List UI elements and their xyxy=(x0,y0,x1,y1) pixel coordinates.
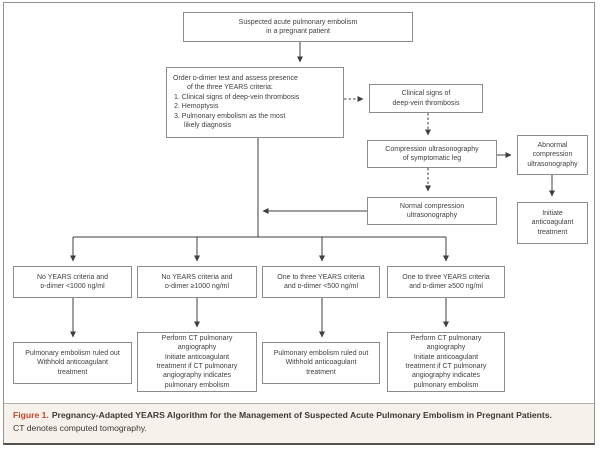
node-text: of symptomatic leg xyxy=(402,155,462,162)
node-text: Abnormal xyxy=(537,141,568,149)
node-text: 3. Pulmonary embolism as the most xyxy=(174,112,286,120)
node-text: treatment if CT pulmonary xyxy=(405,363,487,370)
node-text: Perform CT pulmonary xyxy=(161,334,233,342)
node-text: ultrasonography xyxy=(406,212,458,219)
node-text: of the three YEARS criteria: xyxy=(187,84,273,92)
node-text: Initiate anticoagulant xyxy=(413,353,479,361)
node-text: One to three YEARS criteria xyxy=(402,273,490,281)
node-text: Compression ultrasonography xyxy=(385,145,479,153)
node-text: No YEARS criteria and xyxy=(36,273,109,281)
node-text: treatment if CT pulmonary xyxy=(156,363,238,370)
node-text: Normal compression xyxy=(399,202,465,210)
node-text: angiography indicates xyxy=(162,372,232,380)
node-text: 2. Hemoptysis xyxy=(174,103,219,111)
node-text: and ᴅ-dimer <500 ng/ml xyxy=(283,283,359,290)
node-text: treatment xyxy=(57,368,88,376)
node-text: 1. Clinical signs of deep-vein thrombosi… xyxy=(174,93,300,101)
node-normal-ultrasonography: Normal compression ultrasonography xyxy=(367,197,497,225)
node-text: ᴅ-dimer ≥1000 ng/ml xyxy=(164,283,230,290)
node-text: No YEARS criteria and xyxy=(161,273,233,281)
node-outcome-ruled-out-2: Pulmonary embolism ruled out Withhold an… xyxy=(262,342,380,384)
node-text: pulmonary embolism xyxy=(413,381,479,389)
figure-title: Pregnancy-Adapted YEARS Algorithm for th… xyxy=(51,410,552,420)
node-text: angiography xyxy=(177,344,217,352)
node-branch-years-high-ddimer: One to three YEARS criteria and ᴅ-dimer … xyxy=(387,266,505,298)
node-text: likely diagnosis xyxy=(184,122,232,130)
node-text: compression xyxy=(532,151,573,159)
node-text: ᴅ-dimer <1000 ng/ml xyxy=(40,283,105,290)
figure-number-label: Figure 1. xyxy=(13,410,49,420)
node-text: Pulmonary embolism ruled out xyxy=(25,349,120,357)
node-text: treatment xyxy=(537,228,568,236)
node-outcome-ruled-out-1: Pulmonary embolism ruled out Withhold an… xyxy=(13,342,132,384)
node-text: Order ᴅ-dimer test and assess presence xyxy=(173,75,298,82)
figure-frame xyxy=(3,2,595,445)
node-clinical-signs-dvt: Clinical signs of deep-vein thrombosis xyxy=(369,84,483,113)
node-text: in a pregnant patient xyxy=(266,28,330,35)
node-branch-years-low-ddimer: One to three YEARS criteria and ᴅ-dimer … xyxy=(262,266,380,298)
node-branch-no-years-high-ddimer: No YEARS criteria and ᴅ-dimer ≥1000 ng/m… xyxy=(137,266,257,298)
caption-note: CT denotes computed tomography. xyxy=(13,423,147,433)
node-text: Clinical signs of xyxy=(401,90,451,98)
node-outcome-ct-angiography-2: Perform CT pulmonary angiography Initiat… xyxy=(387,332,505,392)
node-abnormal-ultrasonography: Abnormal compression ultrasonography xyxy=(517,135,588,175)
node-compression-ultrasonography: Compression ultrasonography of symptomat… xyxy=(367,140,497,168)
node-text: anticoagulant xyxy=(531,219,574,227)
node-text: pulmonary embolism xyxy=(164,381,230,389)
figure-caption: Figure 1.Pregnancy-Adapted YEARS Algorit… xyxy=(4,403,594,443)
node-text: ultrasonography xyxy=(527,160,578,168)
node-text: One to three YEARS criteria xyxy=(277,273,365,281)
node-text: Initiate anticoagulant xyxy=(164,353,230,361)
node-text: Withhold anticoagulant xyxy=(285,359,357,367)
caption-title-line: Figure 1.Pregnancy-Adapted YEARS Algorit… xyxy=(13,410,585,421)
node-suspected-pe: Suspected acute pulmonary embolism in a … xyxy=(183,12,413,42)
node-text: Suspected acute pulmonary embolism xyxy=(238,18,358,26)
flow-connectors xyxy=(70,42,555,338)
node-text: deep-vein thrombosis xyxy=(392,99,460,107)
node-text: and ᴅ-dimer ≥500 ng/ml xyxy=(409,283,483,290)
node-outcome-ct-angiography-1: Perform CT pulmonary angiography Initiat… xyxy=(137,332,257,392)
node-text: Pulmonary embolism ruled out xyxy=(273,349,369,357)
node-text: angiography xyxy=(426,344,466,352)
node-initiate-anticoagulant: Initiate anticoagulant treatment xyxy=(517,202,588,244)
node-text: Perform CT pulmonary xyxy=(410,334,482,342)
node-text: Initiate xyxy=(542,209,563,217)
node-order-ddimer-test: Order ᴅ-dimer test and assess presence o… xyxy=(166,67,344,138)
node-branch-no-years-low-ddimer: No YEARS criteria and ᴅ-dimer <1000 ng/m… xyxy=(13,266,132,298)
node-text: angiography indicates xyxy=(411,372,481,380)
node-text: treatment xyxy=(306,368,336,376)
node-text: Withhold anticoagulant xyxy=(37,359,108,367)
